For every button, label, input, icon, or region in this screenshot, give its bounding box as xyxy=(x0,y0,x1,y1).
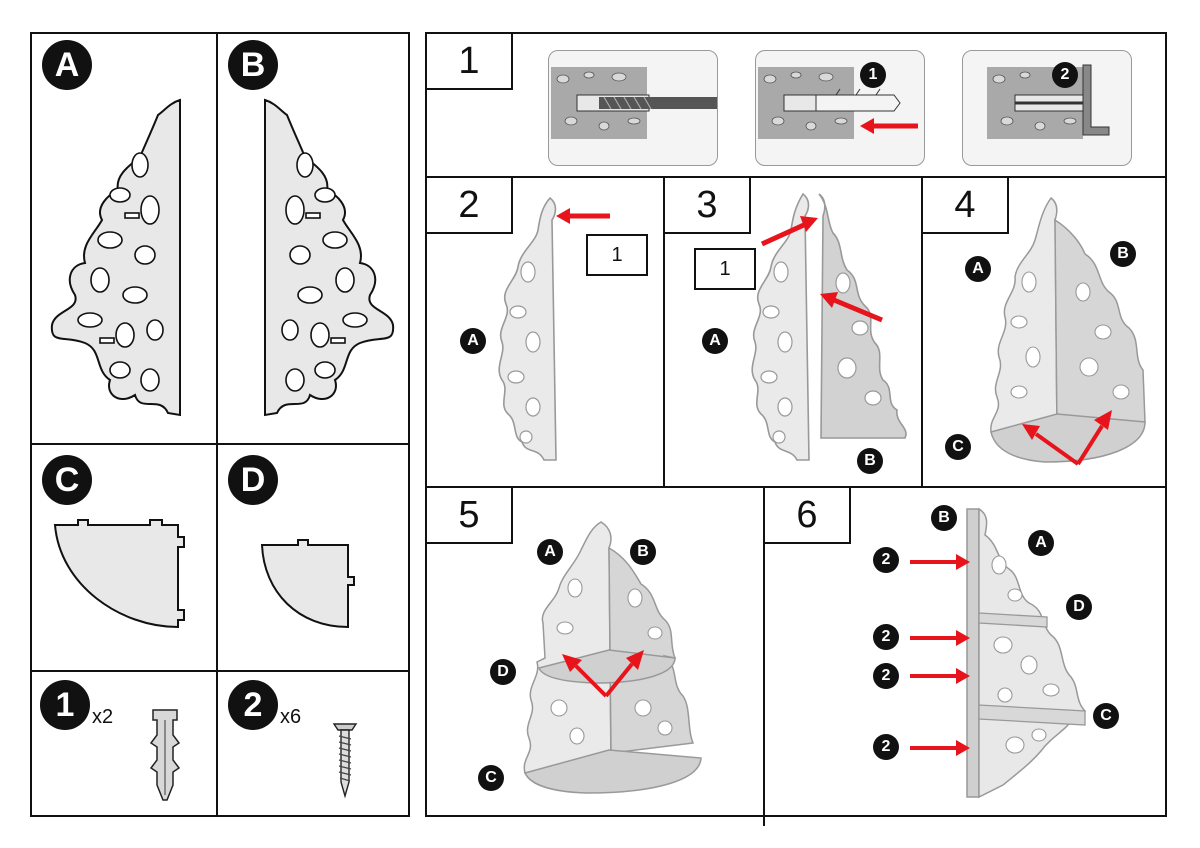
step-6-screw-callout-2: 2 xyxy=(873,624,899,650)
step-6-screw-callout-4: 2 xyxy=(873,734,899,760)
part-a-bracket xyxy=(50,98,181,417)
step-3-label-b: B xyxy=(857,448,883,474)
step-5-label-a: A xyxy=(537,539,563,565)
step-4-number: 4 xyxy=(921,176,1009,234)
part-b-label: B xyxy=(228,40,278,90)
step-1-insert-arrow xyxy=(860,118,918,134)
step-3-number: 3 xyxy=(663,176,751,234)
step-3-arrow-mid xyxy=(820,292,883,323)
step-6-label-d: D xyxy=(1066,594,1092,620)
step-1-screw-image xyxy=(962,50,1132,166)
step-5-number: 5 xyxy=(425,486,513,544)
wall-anchor-icon xyxy=(149,709,181,801)
part-screw-label: 2 xyxy=(228,680,278,730)
step-3-label-a: A xyxy=(702,328,728,354)
step-1-number: 1 xyxy=(425,32,513,90)
part-d-label: D xyxy=(228,455,278,505)
step-6-label-a: A xyxy=(1028,530,1054,556)
step-3-ref-box: 1 xyxy=(694,248,756,290)
step-6-screw-arrows xyxy=(910,554,970,756)
step-2-number: 2 xyxy=(425,176,513,234)
step-2-arrow xyxy=(556,208,610,224)
step-3-arrow-top xyxy=(760,216,818,247)
step-5-arrows xyxy=(562,650,644,698)
step-4-assembly xyxy=(990,196,1146,463)
part-anchor-label: 1 xyxy=(40,680,90,730)
step-6-screw-callout-1: 2 xyxy=(873,547,899,573)
part-d-shelf xyxy=(260,539,355,629)
screw-icon xyxy=(332,723,358,799)
step-4-arrows xyxy=(1022,410,1112,466)
part-b-bracket xyxy=(264,98,395,417)
step-4-label-a: A xyxy=(965,256,991,282)
part-c-shelf xyxy=(53,519,185,629)
step-5-label-c: C xyxy=(478,765,504,791)
part-a-label: A xyxy=(42,40,92,90)
step-1-anchor-image xyxy=(755,50,925,166)
anchor-quantity: x2 xyxy=(92,706,114,728)
step-3-brackets xyxy=(751,192,907,461)
screw-quantity: x6 xyxy=(280,706,302,728)
step-4-label-b: B xyxy=(1110,241,1136,267)
step-6-label-c: C xyxy=(1093,703,1119,729)
step-2-bracket xyxy=(498,196,557,461)
step-1-callout-anchor: 1 xyxy=(860,62,886,88)
part-c-label: C xyxy=(42,455,92,505)
step-2-ref-box: 1 xyxy=(586,234,648,276)
step-5-label-b: B xyxy=(630,539,656,565)
step-6-label-b: B xyxy=(931,505,957,531)
step-5-label-d: D xyxy=(490,659,516,685)
step-1-callout-screw: 2 xyxy=(1052,62,1078,88)
step-2-label-a: A xyxy=(460,328,486,354)
step-6-assembly xyxy=(966,507,1087,799)
step-1-drill-image xyxy=(548,50,718,166)
step-5-assembly xyxy=(523,521,702,794)
step-4-label-c: C xyxy=(945,434,971,460)
step-6-screw-callout-3: 2 xyxy=(873,663,899,689)
step-6-number: 6 xyxy=(763,486,851,544)
